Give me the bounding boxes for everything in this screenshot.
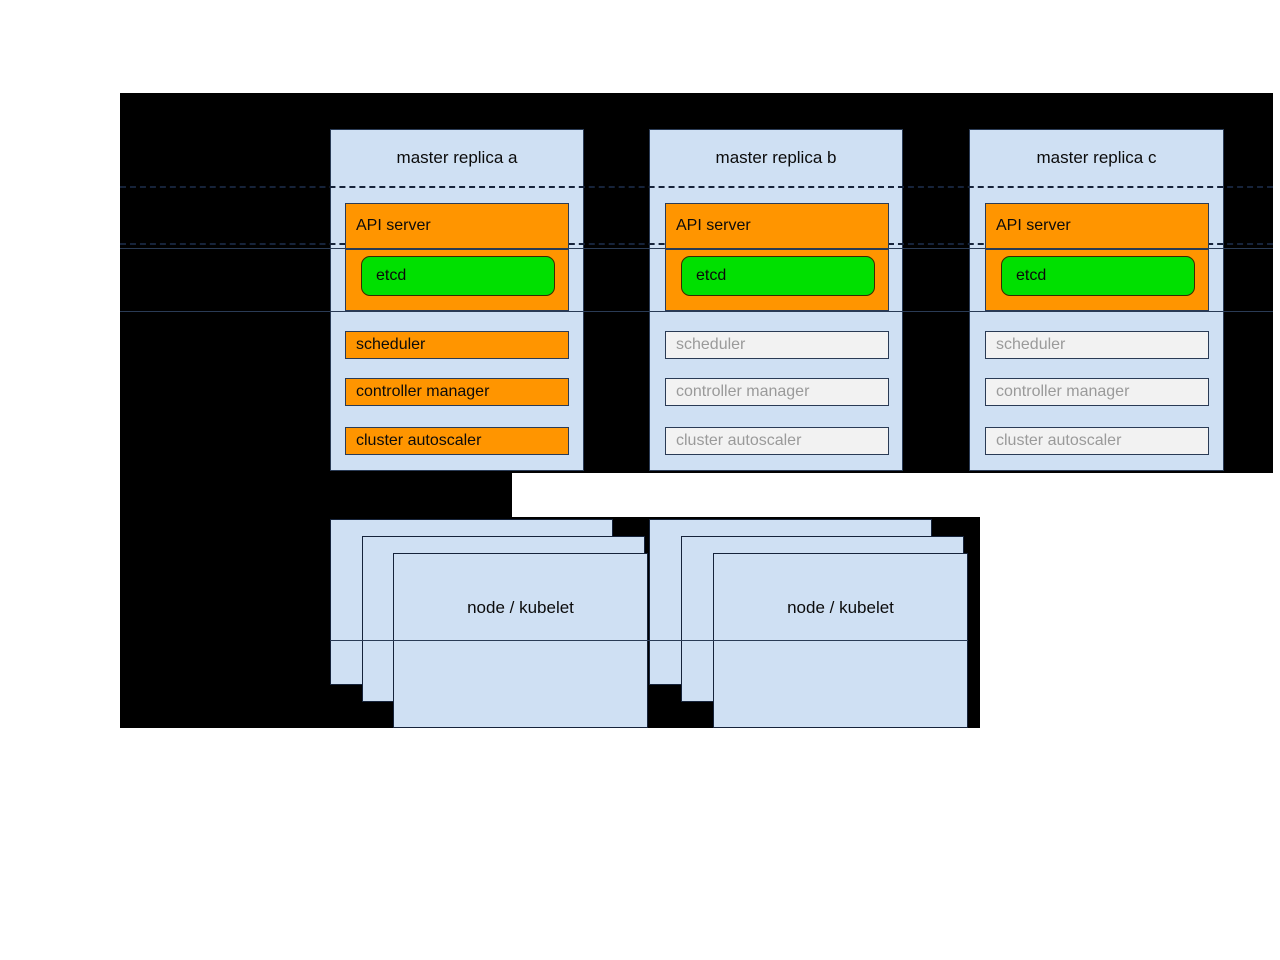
replica-c-cluster-autoscaler[interactable]: cluster autoscaler [985,427,1209,455]
master-replica-b-title: master replica b [715,148,837,167]
master-replica-c-title: master replica c [1036,148,1157,167]
replica-c-etcd[interactable]: etcd [1001,256,1195,296]
replica-c-controller-manager[interactable]: controller manager [985,378,1209,406]
replica-a-scheduler[interactable]: scheduler [345,331,569,359]
replica-b-cluster-autoscaler[interactable]: cluster autoscaler [665,427,889,455]
replica-b-etcd[interactable]: etcd [681,256,875,296]
replica-a-controller-manager[interactable]: controller manager [345,378,569,406]
node-stack-left-label: node / kubelet [467,598,574,617]
node-region-divider [330,640,968,641]
replica-b-api-server[interactable]: API server [665,203,889,249]
separator-dashed-title [120,186,1273,188]
replica-c-api-server[interactable]: API server [985,203,1209,249]
master-replica-a-title: master replica a [396,148,518,167]
replica-b-scheduler[interactable]: scheduler [665,331,889,359]
replica-a-api-server[interactable]: API server [345,203,569,249]
replica-b-controller-manager[interactable]: controller manager [665,378,889,406]
replica-a-etcd[interactable]: etcd [361,256,555,296]
node-stack-right-label: node / kubelet [787,598,894,617]
replica-c-scheduler[interactable]: scheduler [985,331,1209,359]
separator-solid-etcd-bottom [120,311,1273,312]
replica-a-cluster-autoscaler[interactable]: cluster autoscaler [345,427,569,455]
